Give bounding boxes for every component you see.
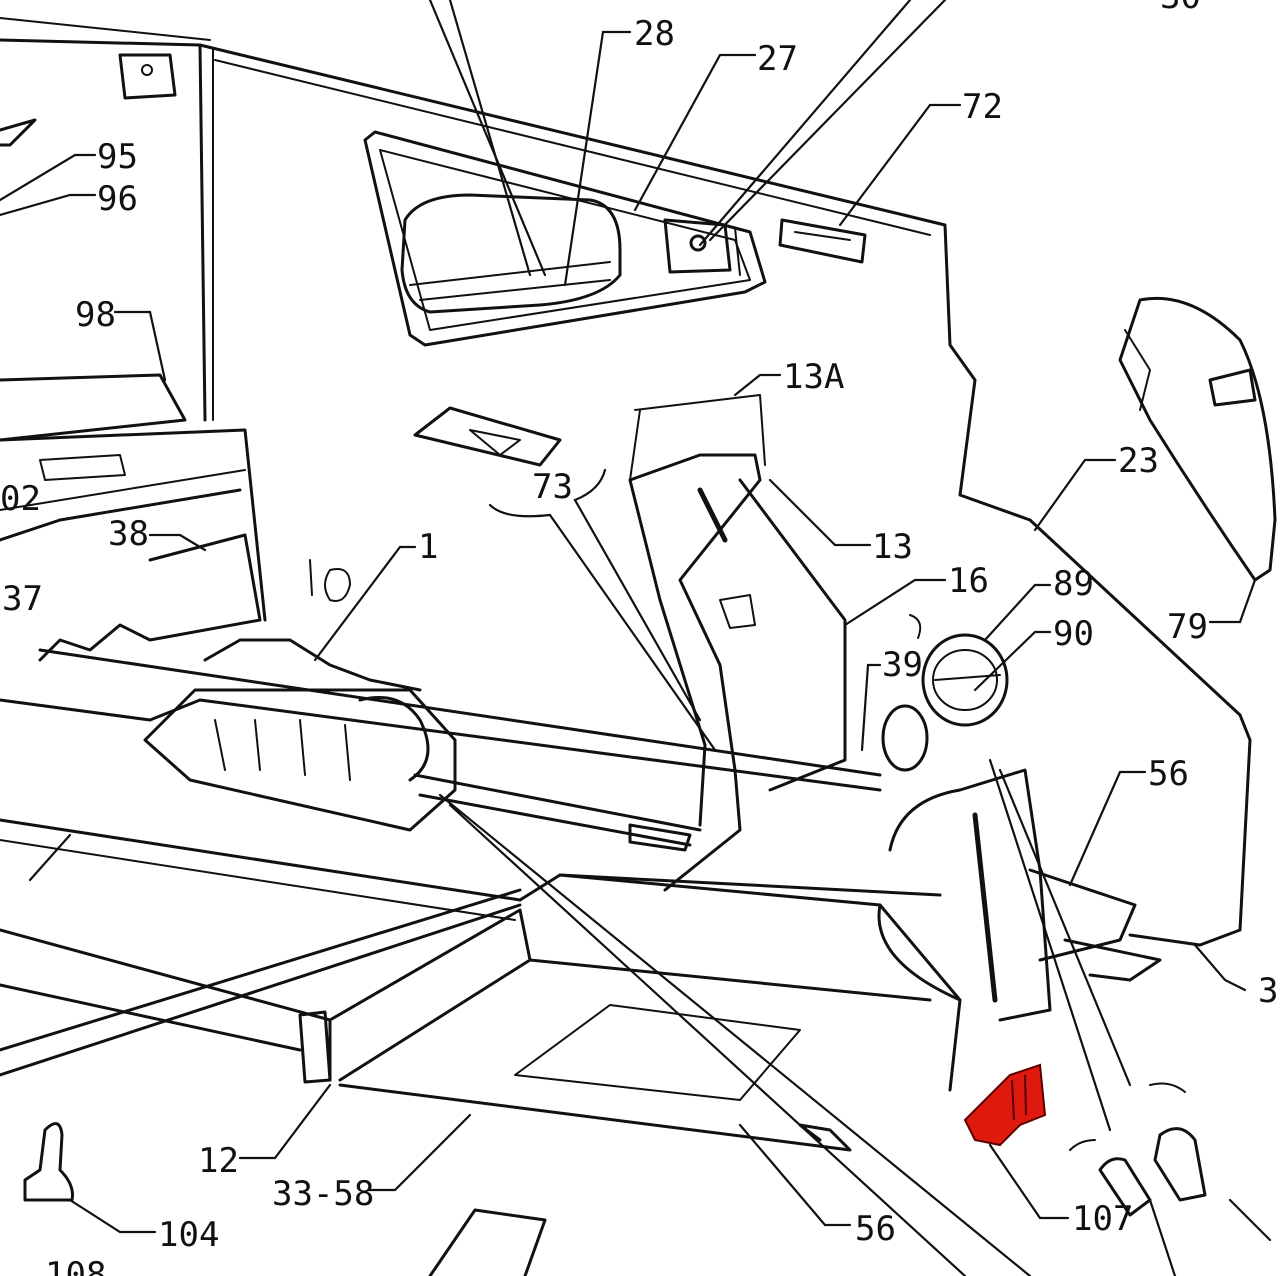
label-02: 02 bbox=[0, 479, 41, 519]
label-12: 12 bbox=[198, 1141, 239, 1181]
label-27: 27 bbox=[757, 39, 798, 79]
label-56-upper: 56 bbox=[1148, 754, 1189, 794]
label-13: 13 bbox=[872, 527, 913, 567]
floor-plate bbox=[413, 406, 562, 467]
label-56-lower: 56 bbox=[855, 1209, 896, 1249]
label-89: 89 bbox=[1053, 564, 1094, 604]
label-13A: 13A bbox=[783, 357, 844, 397]
label-3: 3 bbox=[1258, 971, 1278, 1011]
upper-left-bracket bbox=[118, 53, 177, 100]
pillar-duct bbox=[628, 394, 847, 892]
label-72: 72 bbox=[962, 87, 1003, 127]
center-mechanism bbox=[143, 559, 702, 852]
label-33-58: 33-58 bbox=[272, 1174, 374, 1214]
part-107-shape[interactable] bbox=[963, 1063, 1047, 1147]
lamp-and-knob bbox=[881, 614, 1009, 772]
door-pull-recess bbox=[363, 130, 767, 347]
cargo-floor bbox=[0, 648, 962, 1152]
rear-quarter-trim bbox=[1118, 296, 1277, 582]
label-96: 96 bbox=[97, 179, 138, 219]
hinge-parts bbox=[1069, 1082, 1207, 1217]
label-108: 108 bbox=[45, 1255, 106, 1276]
bracket-104 bbox=[23, 1122, 74, 1202]
label-98: 98 bbox=[75, 295, 116, 335]
back-wall bbox=[0, 17, 1252, 742]
label-38: 38 bbox=[108, 514, 149, 554]
label-95: 95 bbox=[97, 137, 138, 177]
label-1: 1 bbox=[418, 527, 438, 567]
left-ledge bbox=[0, 373, 267, 662]
highlighted-part-107 bbox=[963, 1063, 1047, 1147]
label-73: 73 bbox=[532, 467, 573, 507]
label-90: 90 bbox=[1053, 614, 1094, 654]
label-107: 107 bbox=[1072, 1199, 1133, 1239]
label-16: 16 bbox=[948, 561, 989, 601]
label-79: 79 bbox=[1167, 607, 1208, 647]
label-104: 104 bbox=[158, 1215, 219, 1255]
left-handle bbox=[0, 118, 37, 147]
bottom-bracket bbox=[428, 1208, 547, 1276]
switch-plate bbox=[778, 218, 867, 264]
label-23: 23 bbox=[1118, 441, 1159, 481]
wheel-house bbox=[877, 738, 1252, 1022]
label-28: 28 bbox=[634, 14, 675, 54]
label-30: 30 bbox=[1160, 0, 1201, 17]
label-39: 39 bbox=[882, 645, 923, 685]
label-37: 37 bbox=[2, 579, 43, 619]
